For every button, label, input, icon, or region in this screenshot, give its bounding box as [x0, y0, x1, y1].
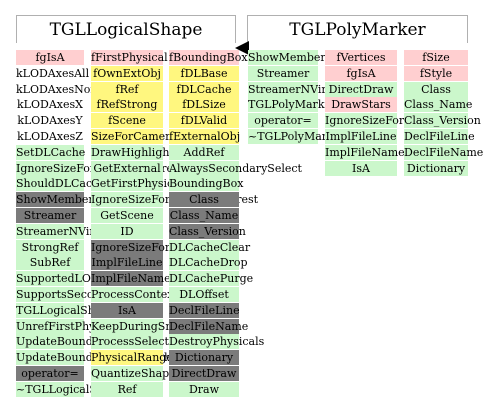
- tglpolymarker-member: Class_Version: [404, 113, 481, 129]
- tglpolymarker-member: IgnoreSizeForOfInterest: [325, 113, 462, 129]
- tgllogicalshape-member: Ref: [91, 381, 163, 397]
- tgllogicalshape-member: ID: [91, 223, 163, 239]
- tgllogicalshape-member: ProcessSelection: [91, 334, 187, 350]
- tgllogicalshape-member: IgnoreSizeForOfInterest: [91, 239, 228, 255]
- tgllogicalshape-member: UpdateBoundingBox: [16, 334, 132, 350]
- tgllogicalshape-member: KeepDuringSmartRefresh: [91, 318, 236, 334]
- tgllogicalshape-member: StrongRef: [16, 239, 84, 255]
- tgllogicalshape-member: Class: [169, 192, 239, 208]
- tgllogicalshape-member: PhysicalRange: [91, 350, 173, 366]
- tgllogicalshape-member: fgIsA: [16, 50, 84, 65]
- tgllogicalshape-member: DLCacheDrop: [169, 255, 248, 271]
- tgllogicalshape-member: fExternalObj: [169, 129, 241, 144]
- tgllogicalshape-member: operator=: [16, 366, 84, 381]
- tgllogicalshape-member: ~TGLLogicalShape: [16, 381, 125, 397]
- tgllogicalshape-member: fDLCache: [169, 81, 239, 97]
- tgllogicalshape-member: fRef: [91, 81, 163, 97]
- tglpolymarker-member: TGLPolyMarker: [248, 97, 337, 113]
- tgllogicalshape-member: GetFirstPhysical: [91, 176, 184, 192]
- tgllogicalshape-member: AddRef: [169, 144, 239, 160]
- tgllogicalshape-member: TGLLogicalShape: [16, 302, 115, 318]
- tgllogicalshape-member: kLODAxesAll: [16, 65, 90, 81]
- tglpolymarker-member: IsA: [325, 160, 397, 176]
- class-title-tglpolymarker: TGLPolyMarker: [247, 15, 468, 43]
- tgllogicalshape-member: fBoundingBox: [169, 50, 248, 65]
- tgllogicalshape-member: UnrefFirstPhysical: [16, 318, 121, 334]
- tgllogicalshape-member: Dictionary: [169, 350, 239, 366]
- tgllogicalshape-member: fFirstPhysical: [91, 50, 168, 65]
- tgllogicalshape-member: AlwaysSecondarySelect: [169, 160, 302, 176]
- tgllogicalshape-member: DirectDraw: [169, 366, 239, 381]
- tglpolymarker-member: ShowMembers: [248, 50, 332, 65]
- tgllogicalshape-member: Class_Name: [169, 208, 239, 223]
- tgllogicalshape-member: fScene: [91, 113, 163, 129]
- tglpolymarker-member: Class_Name: [404, 97, 473, 113]
- tgllogicalshape-member: kLODAxesY: [16, 113, 84, 129]
- tglpolymarker-member: DeclFileLine: [404, 129, 475, 144]
- tglpolymarker-member: fSize: [404, 50, 468, 65]
- tglpolymarker-member: fVertices: [325, 50, 397, 65]
- tgllogicalshape-member: BoundingBox: [169, 176, 244, 192]
- tgllogicalshape-member: SupportedLODAxes: [16, 271, 126, 287]
- tgllogicalshape-member: SetDLCache: [16, 144, 86, 160]
- tgllogicalshape-member: GetExternal: [91, 160, 163, 176]
- tgllogicalshape-member: SubRef: [16, 255, 84, 271]
- tgllogicalshape-member: kLODAxesZ: [16, 129, 84, 144]
- tgllogicalshape-member: DLOffset: [169, 287, 239, 302]
- tgllogicalshape-member: ProcessContextMenu: [91, 287, 210, 302]
- tgllogicalshape-member: StreamerNVirtual: [16, 223, 117, 239]
- tglpolymarker-member: StreamerNVirtual: [248, 81, 349, 97]
- tgllogicalshape-member: Class_Version: [169, 223, 246, 239]
- tglpolymarker-member: ~TGLPolyMarker: [248, 129, 346, 144]
- tgllogicalshape-member: fDLSize: [169, 97, 239, 113]
- tgllogicalshape-member: SupportsSecondarySelect: [16, 287, 161, 302]
- tglpolymarker-member: DeclFileName: [404, 144, 484, 160]
- tgllogicalshape-member: ShouldDLCache: [16, 176, 106, 192]
- class-title-tgllogicalshape: TGLLogicalShape: [16, 15, 236, 43]
- tglpolymarker-member: fgIsA: [325, 65, 397, 81]
- tglpolymarker-member: ImplFileName: [325, 144, 405, 160]
- tgllogicalshape-member: IgnoreSizeForCameraInterest: [91, 192, 258, 208]
- tglpolymarker-member: fStyle: [404, 65, 468, 81]
- inheritance-arrow-icon: [235, 41, 249, 55]
- tgllogicalshape-member: IsA: [91, 302, 163, 318]
- tglpolymarker-member: Class: [404, 81, 468, 97]
- tgllogicalshape-member: GetScene: [91, 208, 163, 223]
- tgllogicalshape-member: fDLBase: [169, 65, 239, 81]
- tgllogicalshape-member: SizeForCameraInterest: [91, 129, 222, 144]
- tglpolymarker-member: Streamer: [248, 65, 318, 81]
- tgllogicalshape-member: fOwnExtObj: [91, 65, 163, 81]
- tgllogicalshape-member: DestroyPhysicals: [169, 334, 265, 350]
- tgllogicalshape-member: kLODAxesNone: [16, 81, 104, 97]
- tglpolymarker-member: DirectDraw: [325, 81, 397, 97]
- tgllogicalshape-member: DLCachePurge: [169, 271, 254, 287]
- tgllogicalshape-member: IgnoreSizeForCameraInterest: [16, 160, 183, 176]
- tgllogicalshape-member: Draw: [169, 381, 239, 397]
- tglpolymarker-member: DrawStars: [325, 97, 397, 113]
- tgllogicalshape-member: fDLValid: [169, 113, 239, 129]
- tgllogicalshape-member: DeclFileName: [169, 318, 249, 334]
- tgllogicalshape-member: ShowMembers: [16, 192, 100, 208]
- tglpolymarker-member: ImplFileLine: [325, 129, 397, 144]
- tgllogicalshape-member: kLODAxesX: [16, 97, 84, 113]
- tgllogicalshape-member: UpdateBoundingBoxesOfPhysicals: [16, 350, 208, 366]
- tgllogicalshape-member: DeclFileLine: [169, 302, 240, 318]
- tgllogicalshape-member: QuantizeShapeLOD: [91, 366, 201, 381]
- tgllogicalshape-member: ImplFileName: [91, 271, 171, 287]
- tgllogicalshape-member: Streamer: [16, 208, 84, 223]
- tglpolymarker-member: Dictionary: [404, 160, 468, 176]
- tgllogicalshape-member: ImplFileLine: [91, 255, 163, 271]
- tglpolymarker-member: operator=: [248, 113, 318, 129]
- tgllogicalshape-member: DrawHighlight: [91, 144, 174, 160]
- tgllogicalshape-member: fRefStrong: [91, 97, 163, 113]
- tgllogicalshape-member: DLCacheClear: [169, 239, 251, 255]
